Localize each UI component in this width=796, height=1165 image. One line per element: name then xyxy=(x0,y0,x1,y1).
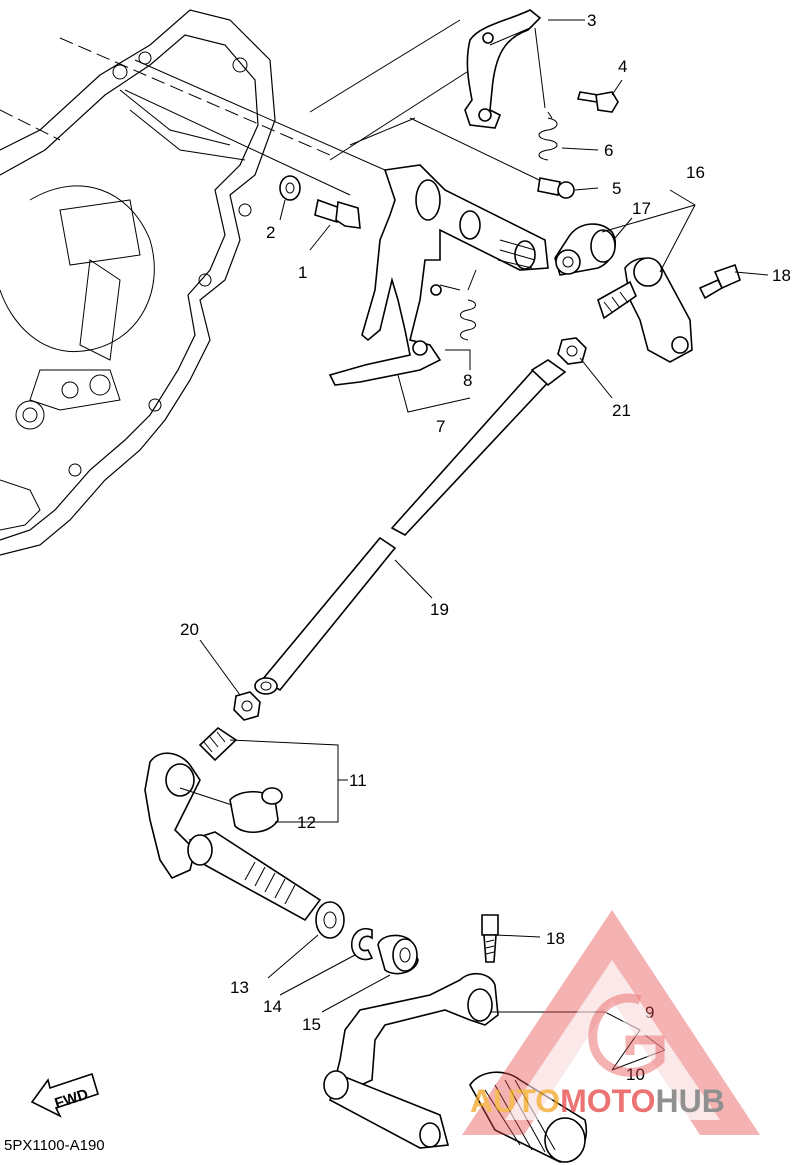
callout-15: 15 xyxy=(302,1015,321,1034)
rod-joint-upper xyxy=(554,223,616,276)
diagram-code: 5PX1100-A190 xyxy=(4,1137,105,1154)
callout-20: 20 xyxy=(180,620,199,639)
callout-18-upper: 18 xyxy=(772,266,791,285)
bushing-part-15 xyxy=(377,934,419,975)
nut-part-21 xyxy=(557,337,587,365)
callout-13: 13 xyxy=(230,978,249,997)
shift-pedal xyxy=(323,972,499,1149)
callout-5: 5 xyxy=(612,179,621,198)
reference-lines xyxy=(0,19,561,196)
shift-shaft-assembly xyxy=(328,164,549,386)
callout-labels: 1 2 3 4 5 6 7 8 9 10 11 12 13 14 15 16 1… xyxy=(180,11,791,1084)
fwd-arrow-icon: FWD xyxy=(30,1072,99,1118)
callout-3: 3 xyxy=(587,11,596,30)
spring-part-8 xyxy=(460,269,477,341)
washer-part-2 xyxy=(279,175,301,201)
bolt-part-4 xyxy=(576,91,619,113)
callout-4: 4 xyxy=(618,57,627,76)
lower-shaft xyxy=(187,831,322,922)
callout-17: 17 xyxy=(632,199,651,218)
leader-lines xyxy=(179,19,769,1071)
svg-text:AUTOMOTOHUB: AUTOMOTOHUB xyxy=(470,1083,725,1119)
callout-11: 11 xyxy=(349,771,367,790)
callout-1: 1 xyxy=(298,263,307,282)
bolt-part-18-lower xyxy=(481,914,499,963)
automotohub-watermark: AUTOMOTOHUB xyxy=(462,910,760,1135)
watermark-part1: AUTO xyxy=(470,1083,560,1119)
rod-joint-lower xyxy=(144,726,283,880)
callout-19: 19 xyxy=(430,600,449,619)
watermark-part2: MOTO xyxy=(560,1083,655,1119)
crankcase-outline xyxy=(0,9,276,556)
pin-part-5 xyxy=(537,177,575,199)
callout-18-lower: 18 xyxy=(546,929,565,948)
bolt-part-1 xyxy=(314,198,361,229)
bolt-part-18-upper xyxy=(698,263,741,300)
callout-21: 21 xyxy=(612,401,631,420)
shift-arm-upper xyxy=(597,257,693,363)
callout-7: 7 xyxy=(436,417,445,436)
callout-10: 10 xyxy=(626,1065,645,1084)
callout-6: 6 xyxy=(604,141,613,160)
watermark-part3: HUB xyxy=(655,1083,724,1119)
washer-part-13 xyxy=(315,901,345,939)
callout-8: 8 xyxy=(463,371,472,390)
callout-16: 16 xyxy=(686,163,705,182)
spring-part-6 xyxy=(538,111,558,161)
callout-14: 14 xyxy=(263,997,282,1016)
stopper-lever-part xyxy=(464,9,542,129)
callout-2: 2 xyxy=(266,223,275,242)
callout-9: 9 xyxy=(645,1003,654,1022)
circlip-part-14 xyxy=(350,928,374,961)
shift-rod xyxy=(254,359,567,695)
callout-12: 12 xyxy=(297,813,316,832)
nut-part-20 xyxy=(233,691,261,721)
